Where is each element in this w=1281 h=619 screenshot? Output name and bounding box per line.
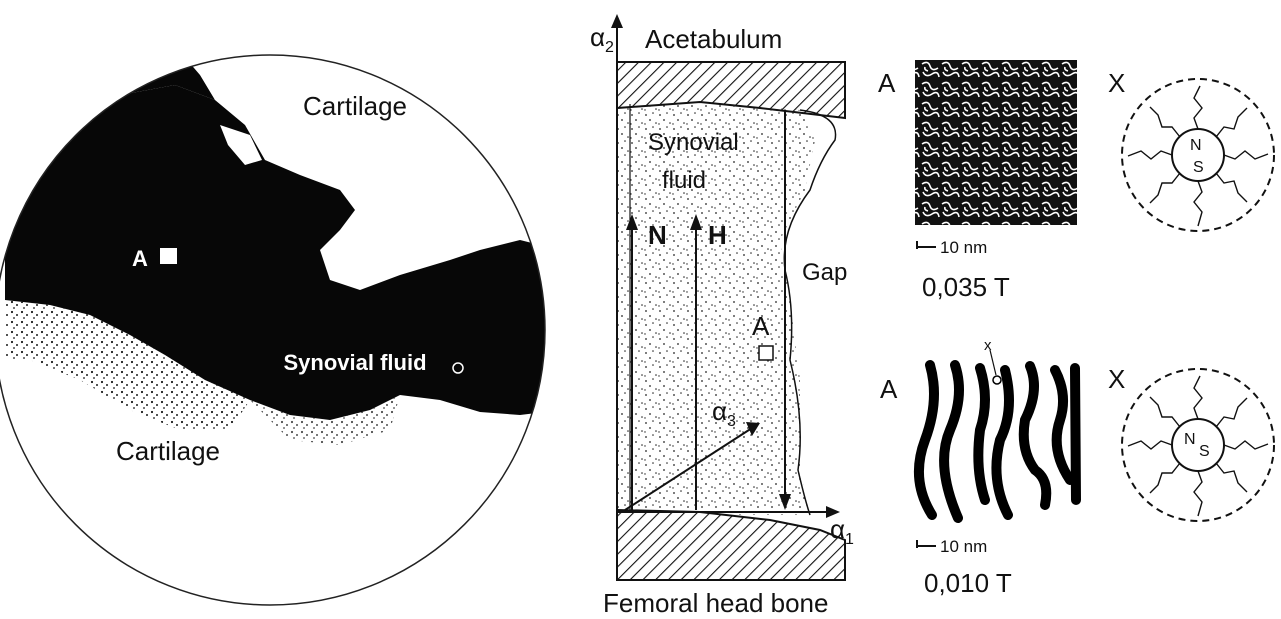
label-x-2: X bbox=[1108, 364, 1125, 394]
label-H: H bbox=[708, 220, 727, 250]
pole-s-2: S bbox=[1199, 443, 1210, 460]
label-x-1: X bbox=[1108, 68, 1125, 98]
label-gap: Gap bbox=[802, 259, 847, 286]
label-cartilage-top: Cartilage bbox=[303, 91, 407, 121]
micrograph-image bbox=[0, 0, 560, 619]
region-a-marker bbox=[160, 248, 177, 264]
scale-label-1: 10 nm bbox=[940, 238, 987, 257]
a-marker-mid bbox=[759, 346, 773, 360]
pole-n-2: N bbox=[1184, 431, 1196, 448]
label-a-2: A bbox=[880, 374, 898, 404]
micrograph: Cartilage Cartilage Synovial fluid A bbox=[0, 0, 560, 619]
axis-alpha2-arrow bbox=[611, 14, 623, 28]
label-alpha2: α2 bbox=[590, 22, 614, 56]
label-a-1: A bbox=[878, 68, 896, 98]
domain-row-2: A x 10 nm 0,010 T X bbox=[880, 337, 1274, 598]
label-alpha1: α1 bbox=[830, 514, 854, 548]
field-value-2: 0,010 T bbox=[924, 568, 1012, 598]
pole-n-1: N bbox=[1190, 137, 1202, 154]
label-acetabulum: Acetabulum bbox=[645, 24, 782, 54]
label-synovial-1: Synovial bbox=[648, 129, 739, 156]
magnetic-particle-1: N S bbox=[1122, 79, 1274, 231]
label-a-mid: A bbox=[752, 311, 770, 341]
joint-schematic: α2 α1 α3 N H Synovial fluid Gap A Acetab… bbox=[590, 14, 854, 618]
label-synovial-fluid: Synovial fluid bbox=[283, 350, 426, 375]
scale-label-2: 10 nm bbox=[940, 537, 987, 556]
label-synovial-2: fluid bbox=[662, 167, 706, 194]
domain-pattern-2: x bbox=[917, 337, 1079, 522]
label-femoral: Femoral head bone bbox=[603, 588, 828, 618]
label-N: N bbox=[648, 220, 667, 250]
pole-s-1: S bbox=[1193, 159, 1204, 176]
marker-x-point bbox=[993, 376, 1001, 384]
marker-x-label: x bbox=[984, 337, 992, 354]
magnetic-particle-2: N S bbox=[1122, 369, 1274, 521]
label-cartilage-bottom: Cartilage bbox=[116, 436, 220, 466]
femoral-head-bone bbox=[617, 510, 845, 580]
field-value-1: 0,035 T bbox=[922, 272, 1010, 302]
domain-row-1: A 10 nm 0,035 T X N S bbox=[878, 60, 1274, 302]
domain-pattern-1 bbox=[915, 60, 1077, 225]
label-region-a: A bbox=[132, 246, 148, 271]
